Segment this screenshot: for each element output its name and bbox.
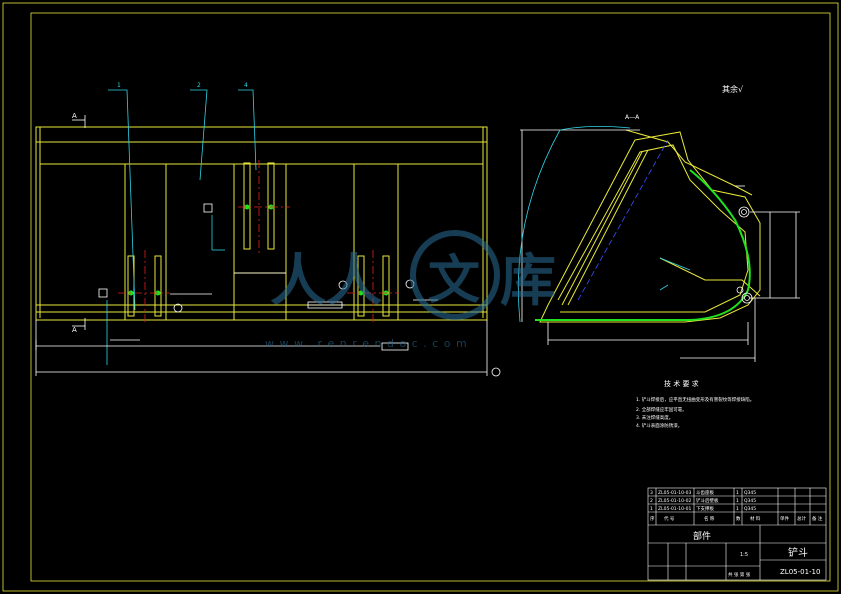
part-row-qty: 1 [736, 490, 739, 496]
callout-label: 2 [197, 82, 201, 89]
leader [659, 257, 691, 271]
part-row-material: Q345 [744, 498, 756, 504]
header-material: 材 料 [750, 515, 761, 522]
lower-pin-hole-b [736, 286, 744, 294]
part-row-name: 斗齿座板 [696, 489, 714, 496]
assembly-label: 部件 [693, 530, 711, 542]
leader [659, 284, 669, 291]
lug-plate-low-3 [357, 255, 365, 317]
callout-1: 1 [108, 82, 136, 311]
part-row-material: Q345 [744, 490, 756, 496]
part-row-name: 下支撑板 [696, 505, 714, 512]
title-block: 3 ZL05-01-10-03 斗齿座板 1 Q345 2 ZL05-01-10… [647, 487, 827, 581]
tech-requirement-item: 2. 全部焊缝应牢固可靠。 [636, 406, 687, 413]
section-mark-label: A [72, 326, 77, 334]
watermark-circle [410, 230, 500, 320]
upper-pin-hole-inner [741, 209, 747, 215]
pin-boss [358, 290, 364, 296]
part-row-qty: 1 [736, 498, 739, 504]
part-row-no: 1 [650, 506, 653, 512]
part-row-no: 3 [650, 490, 653, 496]
hidden-line [577, 139, 669, 301]
header-unit: 单件 [780, 515, 789, 522]
lug-plate-upper-left [243, 162, 251, 250]
watermark-right-text: 库 [500, 249, 556, 314]
inner-frame [30, 12, 831, 582]
section-mark-label: A [72, 112, 77, 120]
cutting-edge [535, 169, 751, 321]
pin-bosses [128, 204, 389, 296]
callout-4: 4 [238, 82, 257, 171]
header-remarks: 备 注 [812, 515, 823, 522]
front-view: A A 1 2 4 [35, 82, 501, 377]
sheet-label: 共 张 第 张 [728, 571, 751, 578]
header-name: 名 称 [704, 515, 715, 522]
pin-boss [244, 204, 250, 210]
tech-requirement-item: 3. 未注焊缝高度。 [636, 414, 673, 421]
bucket-outer-outline [35, 126, 488, 321]
lower-lug [659, 257, 761, 297]
bucket-inner-profile [557, 144, 749, 313]
lug-plate-low-2 [154, 255, 162, 317]
side-view: A—A 其余√ [518, 84, 800, 362]
part-row-qty: 1 [736, 506, 739, 512]
part-row-material: Q345 [744, 506, 756, 512]
scale: 1:5 [740, 552, 748, 558]
section-mark-bottom: A [72, 318, 86, 334]
side-dimensions [518, 126, 800, 362]
bucket-outer-profile [539, 131, 761, 323]
part-row-code: ZL05-01-10-02 [658, 498, 692, 504]
watermark-url: w w w . r e n r e n d o c . c o m [265, 337, 468, 350]
ear-plate [625, 129, 753, 196]
header-qty: 数 [736, 515, 741, 522]
roughness-note: 其余√ [722, 84, 744, 94]
lower-pin-hole-inner [744, 295, 750, 301]
header-code: 代 号 [664, 515, 675, 522]
tech-requirement-item: 4. 铲斗表面涂防锈漆。 [636, 422, 682, 429]
back-plate-2 [567, 149, 649, 306]
callout-label: 4 [244, 82, 248, 89]
header-seq: 序 [650, 515, 655, 522]
watermark: 人人 文 库 w w w . r e n r e n d o c . c o m [265, 230, 556, 350]
front-dimensions [35, 320, 501, 377]
part-name: 铲斗 [788, 547, 808, 559]
lug-plate-upper-right [267, 162, 275, 250]
callout-label: 1 [117, 82, 121, 89]
side-view-label: A—A [625, 114, 640, 121]
part-row-code: ZL05-01-10-03 [658, 490, 692, 496]
header-total: 总计 [797, 515, 806, 522]
upper-pin-hole [738, 206, 750, 218]
weld-symbols [98, 203, 438, 365]
section-mark-top: A [72, 112, 86, 128]
tech-requirements-title: 技 术 要 求 [664, 379, 699, 388]
watermark-left-text: 人人 [270, 249, 382, 314]
back-plate [561, 151, 643, 306]
callout-2: 2 [190, 82, 208, 181]
watermark-circle-text: 文 [428, 251, 480, 311]
tech-requirement-item: 1. 铲斗焊接后，应平直无扭曲变形及有害裂纹等焊接缺陷。 [636, 396, 754, 403]
part-row-name: 铲斗后壁板 [696, 497, 719, 504]
part-row-code: ZL05-01-10-01 [658, 506, 692, 512]
lug-plate-low-4 [382, 255, 390, 317]
drawing-number: ZL05-01-10 [780, 568, 820, 576]
part-row-no: 2 [650, 498, 653, 504]
tech-requirements: 技 术 要 求 1. 铲斗焊接后，应平直无扭曲变形及有害裂纹等焊接缺陷。 2. … [636, 379, 754, 429]
